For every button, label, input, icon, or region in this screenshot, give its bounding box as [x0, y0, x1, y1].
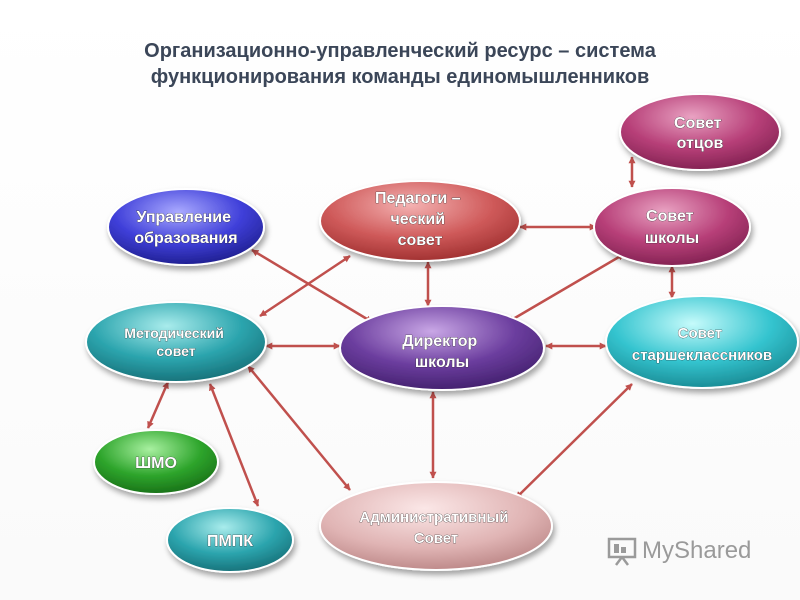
sovet-shkoly-label: Совет школы — [645, 208, 699, 247]
arrow-metod-shmo — [146, 381, 170, 429]
upravlenie-label: Управление образования — [134, 209, 237, 247]
admin-sovet-label: Административный Совет — [359, 509, 512, 547]
arrow-upravlenie-direktor — [251, 248, 373, 324]
arrow-metod-pmpk — [208, 383, 260, 507]
pedsovet-label: Педагоги – ческий совет — [375, 190, 465, 249]
node-sovet-starsheklassnikov: Совет старшеклассников — [605, 295, 799, 389]
node-sovet-ottsov: Совет отцов — [619, 93, 781, 171]
node-metodicheskiy-sovet: Методический совет — [85, 301, 267, 383]
node-upravlenie-obrazovaniya: Управление образования — [107, 188, 265, 266]
metod-sovet-label: Методический совет — [124, 325, 227, 359]
arrow-starsheklassnikov-admin — [515, 383, 633, 499]
node-sovet-shkoly: Совет школы — [593, 187, 751, 267]
title-line-2: функционирования команды единомышленнико… — [150, 66, 650, 88]
diagram-title: Организационно-управленческий ресурс – с… — [60, 38, 740, 90]
title-line-1: Организационно-управленческий ресурс – с… — [144, 40, 656, 62]
connectors — [146, 156, 676, 507]
presentation-board-icon — [607, 537, 637, 566]
arrow-metod-admin — [247, 365, 351, 491]
direktor-label: Директор школы — [402, 333, 482, 371]
shmo-label: ШМО — [135, 455, 177, 472]
node-administrativnyy-sovet: Административный Совет — [319, 481, 553, 571]
arrow-shkoly-direktor — [507, 252, 625, 324]
node-pmpk: ПМПК — [166, 507, 294, 573]
watermark-text: MyShared — [642, 537, 752, 564]
node-shmo: ШМО — [93, 429, 219, 495]
starsheklassniki-label: Совет старшеклассников — [632, 325, 772, 364]
pmpk-label: ПМПК — [207, 533, 253, 550]
node-direktor-shkoly: Директор школы — [339, 305, 545, 391]
node-pedagogicheskiy-sovet: Педагоги – ческий совет — [319, 180, 521, 262]
myshared-watermark: MyShared — [606, 536, 751, 566]
arrow-metod-pedsovet — [259, 254, 351, 318]
sovet-ottsov-label: Совет отцов — [674, 115, 726, 152]
